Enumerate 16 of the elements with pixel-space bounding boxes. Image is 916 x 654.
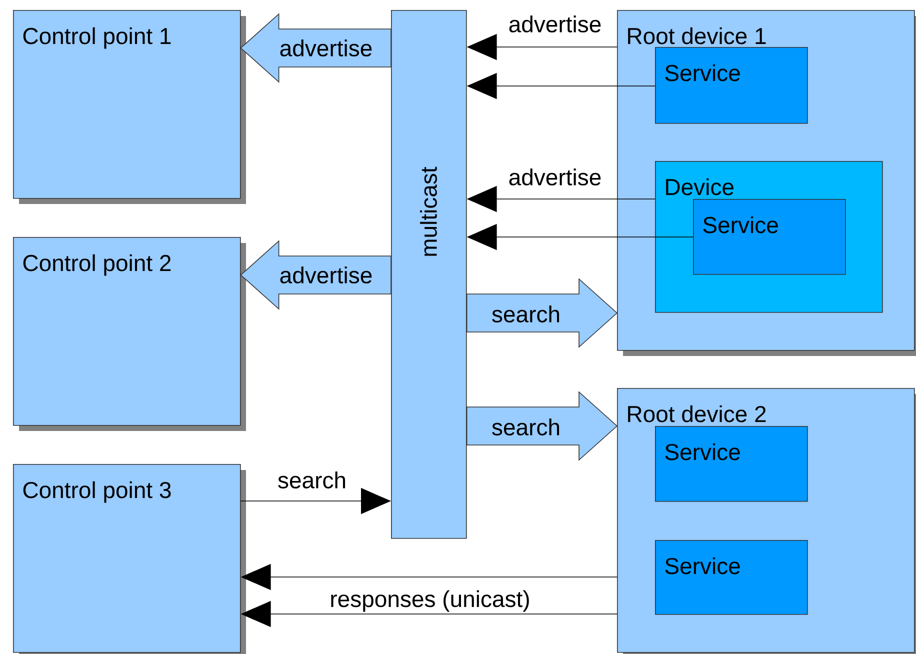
edge-label: search bbox=[490, 304, 562, 324]
control-point-box: Control point 3 bbox=[13, 464, 246, 654]
edge-label: search bbox=[276, 470, 348, 490]
service-box: Service bbox=[693, 199, 846, 275]
edge-label: advertise bbox=[278, 38, 374, 58]
edge-label: responses (unicast) bbox=[328, 589, 532, 613]
multicast-bar: multicast bbox=[391, 10, 467, 539]
edge-label: advertise bbox=[507, 14, 603, 34]
service-box: Service bbox=[655, 47, 808, 124]
edge-label: advertise bbox=[278, 266, 374, 284]
edge-label: advertise bbox=[507, 168, 603, 186]
service-box: Service bbox=[655, 426, 808, 502]
edge-label: search bbox=[490, 418, 562, 436]
control-point-box: Control point 2 bbox=[13, 237, 246, 431]
service-box: Service bbox=[655, 540, 808, 615]
control-point-box: Control point 1 bbox=[13, 10, 246, 204]
